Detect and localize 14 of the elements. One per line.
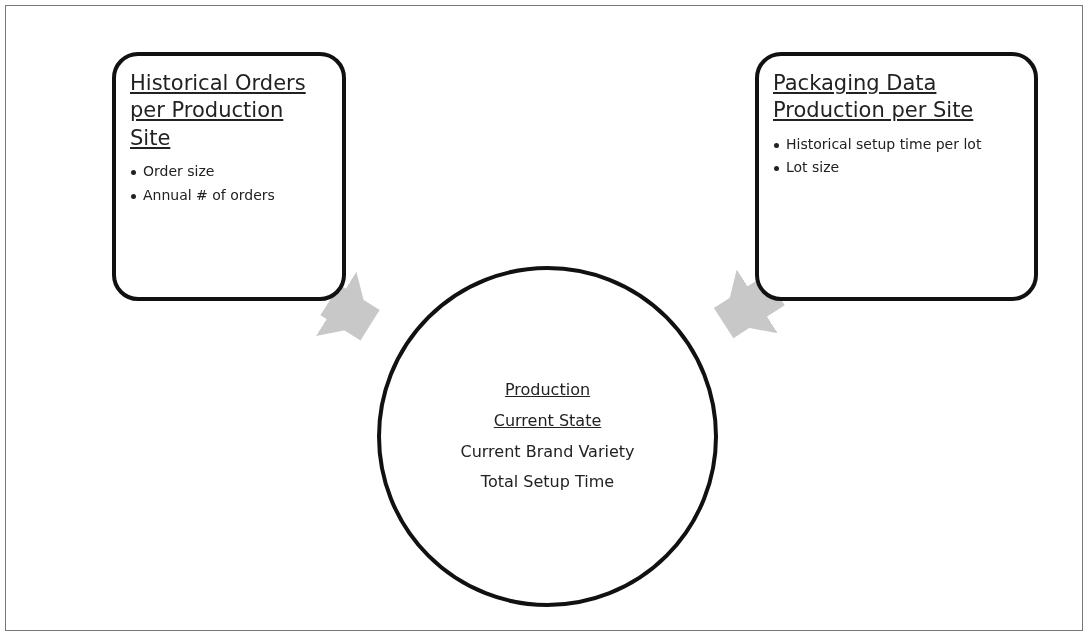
box-heading: Packaging Data Production per Site bbox=[773, 70, 975, 125]
data-source-box bbox=[112, 52, 346, 301]
bullet-item: Lot size bbox=[786, 158, 841, 178]
bullet-item: Annual # of orders bbox=[143, 185, 276, 205]
circle-text: Total Setup Time bbox=[480, 472, 615, 494]
bullet-item: Order size bbox=[143, 161, 216, 181]
block-arrow bbox=[713, 269, 785, 339]
data-source-box bbox=[755, 52, 1038, 301]
circle-heading: Production bbox=[504, 379, 591, 401]
bullet-item: Historical setup time per lot bbox=[786, 134, 983, 154]
block-arrow bbox=[315, 271, 380, 341]
circle-text: Current Brand Variety bbox=[460, 441, 635, 463]
circle-heading: Current State bbox=[493, 410, 602, 432]
box-heading: Historical Orders per Production Site bbox=[130, 70, 307, 152]
